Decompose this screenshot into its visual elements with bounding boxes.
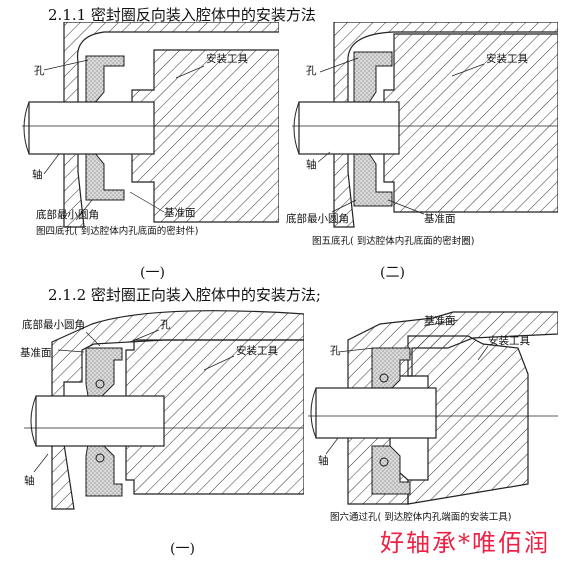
install-tool — [383, 33, 558, 213]
shaft — [315, 387, 437, 439]
section-heading-2-1-1: 2.1.1 密封圈反向装入腔体中的安装方法 — [48, 6, 316, 24]
label-shaft: 轴 — [24, 474, 35, 487]
install-tool — [125, 339, 304, 495]
seal-upper — [85, 347, 123, 397]
figure-sublabel-1: (一) — [140, 265, 165, 281]
figure-reverse-install-1: 孔 安装工具 轴 基准面 底部最小圆角 图四底孔( 到达腔体内孔底面的密封件) — [4, 22, 279, 260]
label-hole: 孔 — [34, 64, 45, 77]
label-shaft: 轴 — [306, 158, 317, 171]
install-tool — [131, 49, 279, 223]
label-tool: 安装工具 — [486, 52, 528, 65]
seal-lower — [371, 445, 411, 495]
label-tool: 安装工具 — [488, 334, 530, 347]
shaft — [298, 101, 400, 155]
label-tool: 安装工具 — [206, 52, 248, 65]
label-hole: 孔 — [160, 318, 171, 331]
label-corner: 底部最小圆角 — [36, 208, 99, 221]
shaft — [35, 395, 165, 447]
shaft — [28, 101, 155, 155]
section-heading-2-1-2: 2.1.2 密封圈正向装入腔体中的安装方法; — [48, 286, 321, 304]
figure-sublabel-3: (一) — [170, 541, 195, 557]
label-tool: 安装工具 — [236, 344, 278, 357]
label-corner: 底部最小圆角 — [286, 212, 349, 225]
label-shaft: 轴 — [318, 454, 329, 467]
figure-caption: 图四底孔( 到达腔体内孔底面的密封件) — [36, 225, 198, 237]
label-shaft: 轴 — [32, 168, 43, 181]
figure-forward-install-1: 底部最小圆角 孔 基准面 安装工具 轴 — [4, 304, 304, 534]
housing-body — [51, 310, 304, 510]
housing-body — [333, 22, 558, 228]
label-datum: 基准面 — [20, 346, 52, 359]
label-corner: 底部最小圆角 — [22, 318, 85, 331]
figure-caption: 图六通过孔( 到达腔体内孔端面的安装工具) — [330, 511, 511, 523]
watermark-text: 好轴承*唯佰润 — [380, 529, 550, 557]
label-datum: 基准面 — [164, 206, 196, 219]
seal-lower — [85, 443, 123, 497]
label-datum: 基准面 — [424, 314, 456, 327]
label-hole: 孔 — [330, 344, 341, 357]
housing-body — [63, 22, 279, 228]
label-datum: 基准面 — [424, 212, 456, 225]
figure-reverse-install-2: 孔 安装工具 轴 基准面 底部最小圆角 图五底孔( 到达腔体内孔底面的密封圈) — [284, 22, 558, 260]
seal-upper — [85, 55, 125, 105]
figure-forward-install-2: 基准面 孔 安装工具 轴 图六通过孔( 到达腔体内孔端面的安装工具) — [308, 304, 558, 534]
figure-caption: 图五底孔( 到达腔体内孔底面的密封圈) — [312, 235, 474, 247]
seal-lower — [85, 151, 125, 201]
figure-sublabel-2: (二) — [380, 265, 405, 281]
install-tool — [407, 335, 529, 505]
label-hole: 孔 — [306, 64, 317, 77]
